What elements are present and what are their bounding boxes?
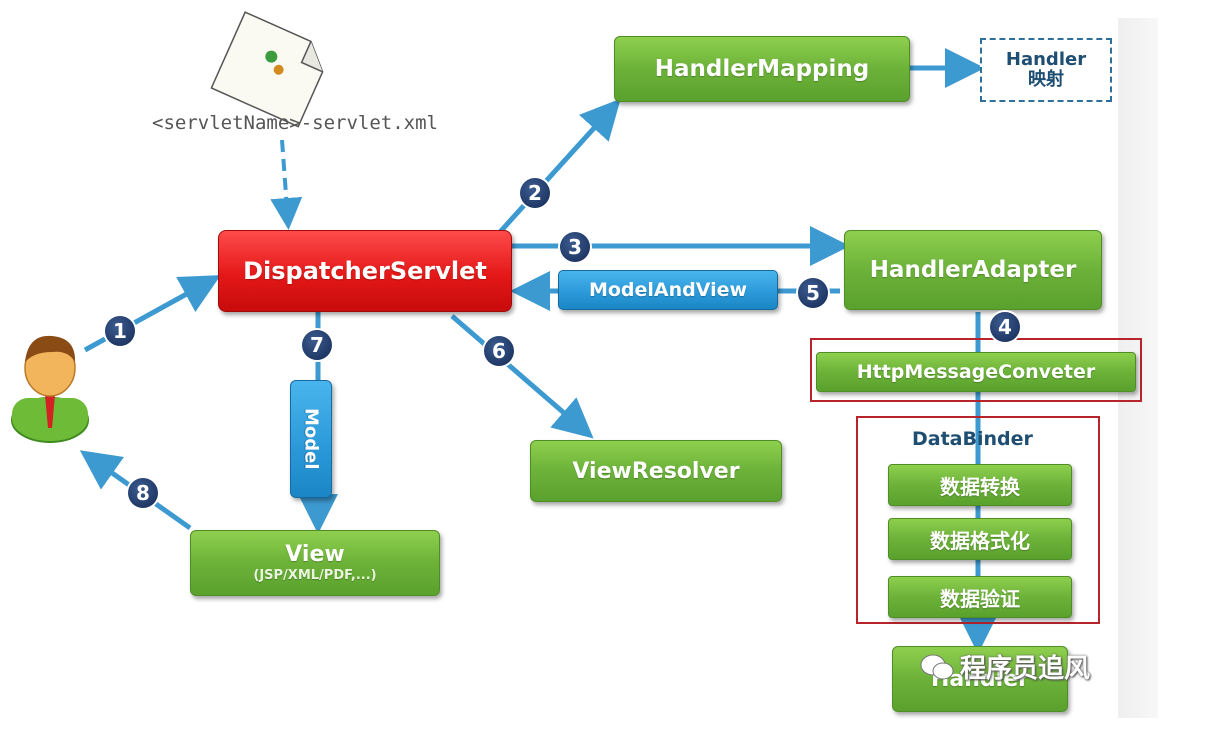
- http-message-converter-label: HttpMessageConveter: [856, 361, 1096, 383]
- model-and-view-label: ModelAndView: [588, 279, 748, 301]
- step-badge-8: 8: [128, 478, 158, 508]
- arrow-2: [498, 98, 621, 234]
- watermark-text: 程序员追风: [960, 654, 1091, 684]
- model-and-view-box: ModelAndView: [558, 270, 778, 310]
- wechat-icon: [920, 654, 954, 679]
- step-badge-6: 6: [484, 336, 514, 366]
- step-badge-3: 3: [560, 232, 590, 262]
- step-badge-7: 7: [302, 330, 332, 360]
- handler-result-line2: 映射: [1028, 69, 1064, 90]
- model-box: Model: [290, 380, 332, 498]
- data-binder-title: DataBinder: [912, 428, 1033, 450]
- handler-mapping-label: HandlerMapping: [654, 56, 870, 82]
- view-box[interactable]: View (JSP/XML/PDF,...): [190, 530, 440, 596]
- handler-box[interactable]: Handler: [892, 646, 1068, 712]
- databinder-frame: [856, 416, 1100, 624]
- arrow-config: [270, 139, 303, 230]
- data-format-box[interactable]: 数据格式化: [888, 518, 1072, 560]
- view-resolver-box[interactable]: ViewResolver: [530, 440, 782, 502]
- data-validate-box[interactable]: 数据验证: [888, 576, 1072, 618]
- arrow-6: [450, 314, 594, 439]
- view-title: View: [285, 542, 345, 567]
- data-validate-label: 数据验证: [940, 586, 1020, 611]
- handler-mapping-result-box: Handler 映射: [980, 38, 1112, 102]
- step-badge-1: 1: [105, 316, 135, 346]
- view-resolver-label: ViewResolver: [572, 458, 740, 484]
- handler-adapter-box[interactable]: HandlerAdapter: [844, 230, 1102, 310]
- handler-adapter-label: HandlerAdapter: [869, 257, 1077, 283]
- watermark: 程序员追风: [920, 648, 1090, 685]
- servlet-xml-label: <servletName>-servlet.xml: [152, 112, 438, 134]
- data-format-label: 数据格式化: [930, 528, 1030, 553]
- dispatcher-servlet-label: DispatcherServlet: [243, 257, 487, 285]
- converter-frame: [810, 338, 1142, 402]
- data-convert-label: 数据转换: [940, 474, 1020, 499]
- view-subtitle: (JSP/XML/PDF,...): [253, 568, 377, 584]
- data-convert-box[interactable]: 数据转换: [888, 464, 1072, 506]
- dispatcher-servlet-box[interactable]: DispatcherServlet: [218, 230, 512, 312]
- handler-result-line1: Handler: [1005, 49, 1087, 71]
- model-label: Model: [300, 408, 322, 470]
- http-message-converter-box[interactable]: HttpMessageConveter: [816, 352, 1136, 392]
- handler-mapping-box[interactable]: HandlerMapping: [614, 36, 910, 102]
- step-badge-4: 4: [990, 312, 1020, 342]
- step-badge-2: 2: [520, 178, 550, 208]
- step-badge-5: 5: [798, 278, 828, 308]
